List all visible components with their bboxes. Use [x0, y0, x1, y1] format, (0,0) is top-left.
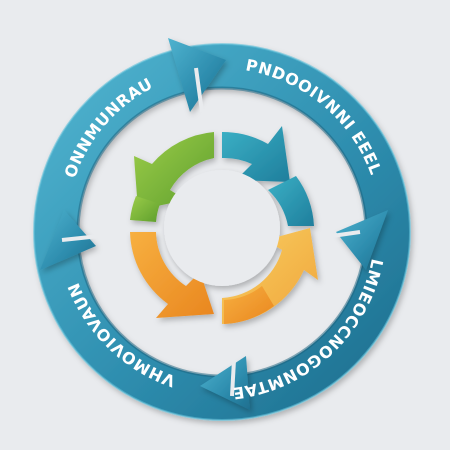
ring-arrowhead-right — [336, 210, 388, 270]
inner-arrow-green-lower — [130, 196, 160, 222]
inner-arrow-orange-bottom — [224, 286, 274, 324]
ring-arrowhead-bottom — [200, 356, 250, 410]
inner-arrow-teal-right — [268, 176, 314, 226]
inner-arrow-green — [134, 132, 214, 210]
inner-cycle — [130, 126, 318, 324]
ring-separators — [61, 67, 361, 397]
inner-arrow-orange-left — [130, 232, 214, 318]
inner-arrow-teal-top — [222, 126, 290, 182]
